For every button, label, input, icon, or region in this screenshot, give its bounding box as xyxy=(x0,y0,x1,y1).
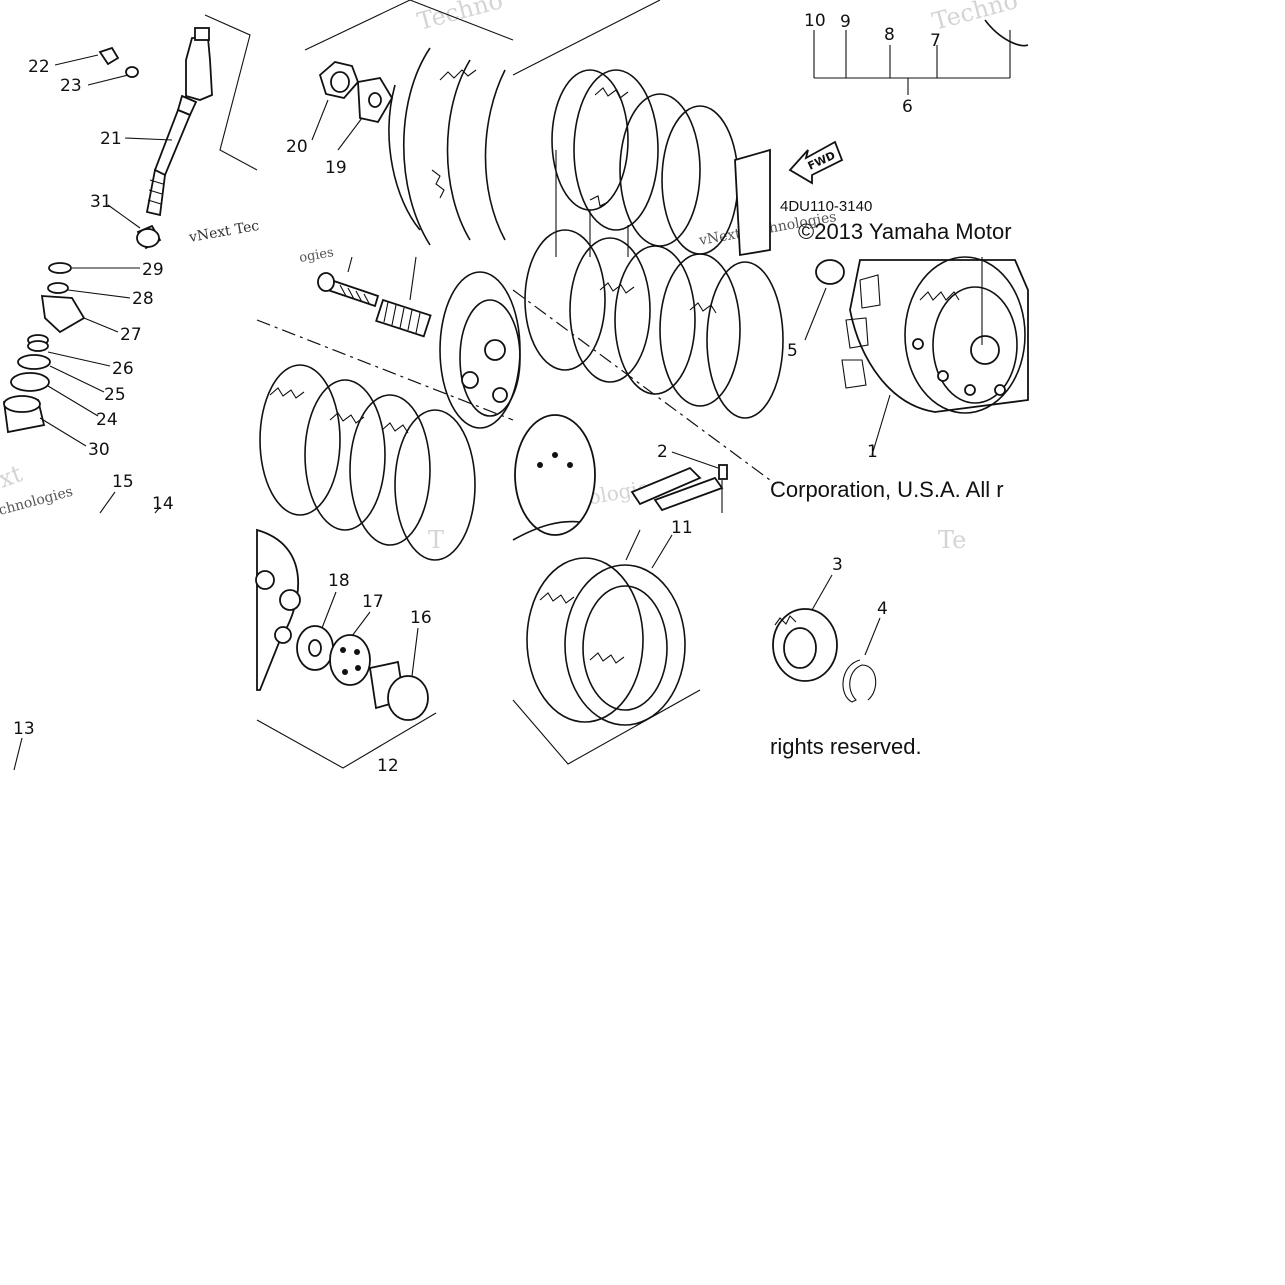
callout-25: 25 xyxy=(104,385,126,405)
push-lever-shaft-group xyxy=(2,14,258,447)
push-rod-group xyxy=(255,528,437,769)
watermark: vNext Tec xyxy=(187,218,261,246)
callout-6: 6 xyxy=(902,97,913,117)
clutch-plate-pair xyxy=(512,520,701,765)
callout-29: 29 xyxy=(142,260,164,280)
callout-26: 26 xyxy=(112,359,134,379)
callout-7: 7 xyxy=(930,31,941,51)
callout-5: 5 xyxy=(787,341,798,361)
friction-plates-group xyxy=(512,0,771,257)
callout-18: 18 xyxy=(328,571,350,591)
callout-11: 11 xyxy=(671,518,693,538)
callout-20: 20 xyxy=(286,137,308,157)
fwd-arrow-icon xyxy=(788,140,844,185)
primary-driven-gear-group xyxy=(804,256,1029,456)
callout-23: 23 xyxy=(60,76,82,96)
callout-4: 4 xyxy=(877,599,888,619)
watermark: Techno xyxy=(414,0,505,36)
callout-3: 3 xyxy=(832,555,843,575)
watermark: ogies xyxy=(298,245,335,266)
callout-9: 9 xyxy=(840,12,851,32)
callout-28: 28 xyxy=(132,289,154,309)
callout-22: 22 xyxy=(28,57,50,77)
copyright-line-1: ©2013 Yamaha Motor xyxy=(798,219,1012,244)
copyright-line-3: rights reserved. xyxy=(770,734,922,759)
pressure-plate-group xyxy=(256,256,521,561)
callout-30: 30 xyxy=(88,440,110,460)
callout-21: 21 xyxy=(100,129,122,149)
clutch-plate-stack xyxy=(512,229,784,536)
part-code: 4DU110-3140 xyxy=(780,198,873,215)
bottom-left-leaders xyxy=(13,491,161,771)
callout-1: 1 xyxy=(867,442,878,462)
callout-10: 10 xyxy=(804,11,826,31)
callout-24: 24 xyxy=(96,410,118,430)
watermark: T xyxy=(428,526,444,554)
watermark: Techno xyxy=(929,0,1020,36)
copyright-line-2: Corporation, U.S.A. All r xyxy=(770,477,1004,502)
clutch-boss-nut-group xyxy=(304,0,514,246)
watermark: xt xyxy=(0,459,26,493)
callout-16: 16 xyxy=(410,608,432,628)
gear-circlip-group xyxy=(772,574,881,703)
callout-13: 13 xyxy=(13,719,35,739)
watermark: Te xyxy=(938,526,966,554)
callout-14: 14 xyxy=(152,494,174,514)
callout-2: 2 xyxy=(657,442,668,462)
callout-12: 12 xyxy=(377,756,399,776)
callout-numbers: 1 2 3 4 5 6 7 8 9 10 11 12 13 14 15 16 1… xyxy=(13,11,941,776)
callout-19: 19 xyxy=(325,158,347,178)
callout-31: 31 xyxy=(90,192,112,212)
callout-27: 27 xyxy=(120,325,142,345)
callout-17: 17 xyxy=(362,592,384,612)
callout-8: 8 xyxy=(884,25,895,45)
callout-15: 15 xyxy=(112,472,134,492)
reference-bracket: FWD xyxy=(788,19,1029,185)
